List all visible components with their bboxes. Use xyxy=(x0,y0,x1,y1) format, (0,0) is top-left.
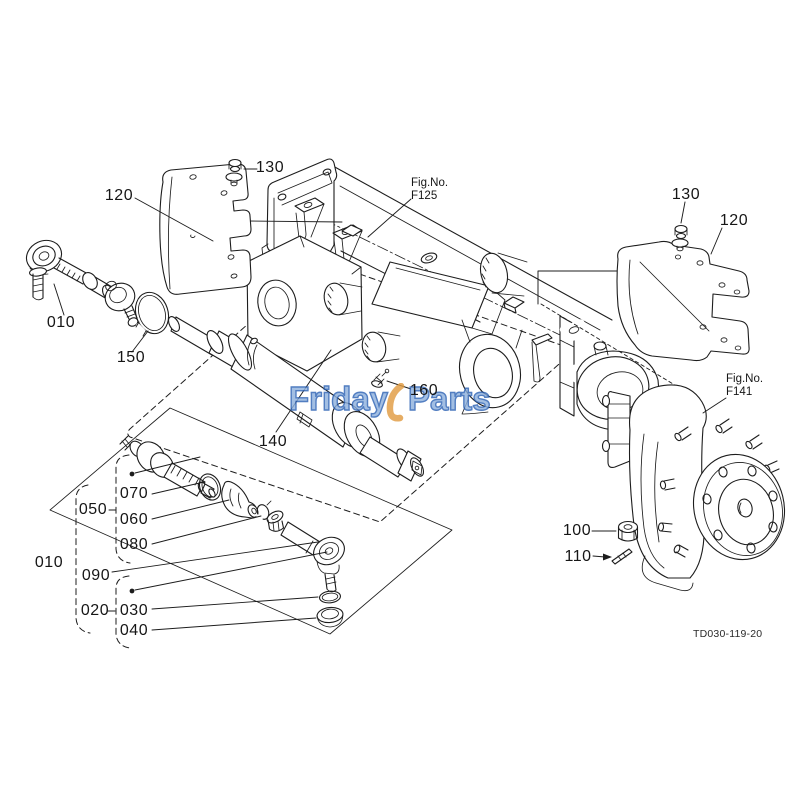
shield-left-drawing xyxy=(159,163,252,295)
boot-060-drawing xyxy=(221,480,259,519)
figure-ref-number: F125 xyxy=(411,190,438,202)
callout-100-nut: 100 xyxy=(562,522,592,539)
steering-cylinder-drawing xyxy=(167,316,424,482)
figure-ref-f141: Fig.No. F141 xyxy=(726,373,763,399)
construction-box-tie-rod xyxy=(49,407,453,635)
callout-110-pin: 110 xyxy=(564,548,592,565)
callout-060-boot: 060 xyxy=(119,511,149,528)
shield-right-drawing xyxy=(616,240,750,362)
drawing-number: TD030-119-20 xyxy=(693,628,763,640)
figure-ref-caption: Fig.No. xyxy=(411,177,449,189)
callout-010-tie-rod-top: 010 xyxy=(46,314,76,331)
castle-nut-drawing xyxy=(266,510,285,532)
callout-080-clip: 080 xyxy=(119,536,149,553)
callout-120-shield-right: 120 xyxy=(719,212,749,229)
dust-seal-040-drawing xyxy=(316,606,344,628)
snap-ring-150-drawing xyxy=(134,291,170,337)
hub-bolt-holes xyxy=(702,465,778,554)
callout-010-tie-rod-group: 010 xyxy=(34,554,64,571)
callout-050-inner-joint: 050 xyxy=(78,501,108,518)
construction-box-cylinder xyxy=(127,259,576,523)
tie-rod-end-drawing xyxy=(280,521,345,593)
pin-110-drawing xyxy=(611,548,633,565)
callout-120-shield-left: 120 xyxy=(104,187,134,204)
inner-tie-rod-drawing xyxy=(119,435,216,499)
callout-140-cylinder: 140 xyxy=(258,433,288,450)
figure-ref-caption: Fig.No. xyxy=(726,373,764,385)
callout-130-bolt-right: 130 xyxy=(671,186,701,203)
final-drive-case-drawing xyxy=(601,384,786,592)
callout-150-snap-ring: 150 xyxy=(116,349,146,366)
callout-020-rod-end: 020 xyxy=(80,602,110,619)
nut-100-drawing xyxy=(617,520,639,542)
callout-040-dust-seal: 040 xyxy=(119,622,149,639)
callout-070-o-ring: 070 xyxy=(119,485,149,502)
callout-160-grease-fitting: 160 xyxy=(409,382,439,399)
callout-030-o-ring: 030 xyxy=(119,602,149,619)
figure-ref-number: F141 xyxy=(726,386,753,398)
figure-ref-f125: Fig.No. F125 xyxy=(411,177,448,203)
group-brackets xyxy=(75,454,131,649)
bolt-right-drawing xyxy=(671,224,689,252)
grease-fitting-drawing xyxy=(371,368,390,388)
leader-lines xyxy=(53,168,727,631)
tie-rod-assembly-top-drawing xyxy=(25,239,139,327)
front-axle-housing-drawing xyxy=(246,158,661,431)
callout-090-rod: 090 xyxy=(81,567,111,584)
o-ring-030-drawing xyxy=(318,590,342,604)
bolt-left-drawing xyxy=(225,158,243,187)
callout-130-bolt-left: 130 xyxy=(255,159,285,176)
o-ring-070-drawing xyxy=(198,473,222,501)
